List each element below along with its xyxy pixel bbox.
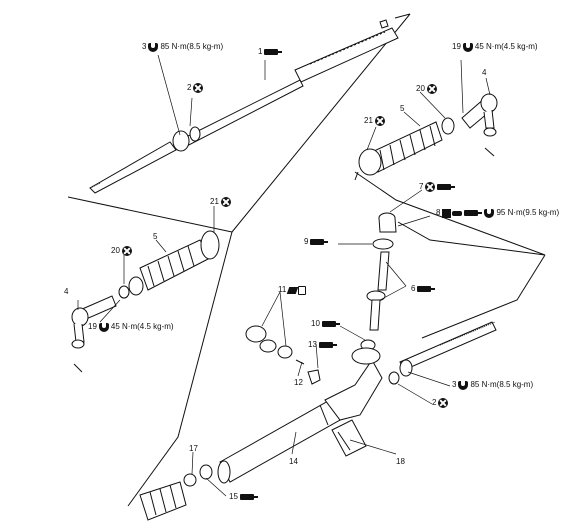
- callout-12: 12: [294, 378, 303, 388]
- do-not-reuse-icon: [425, 182, 436, 192]
- part-number: 7: [419, 182, 424, 191]
- apply-fluid-icon: [321, 320, 340, 328]
- part-number: 2: [187, 83, 192, 92]
- callout-11: 11: [278, 285, 307, 295]
- part-number: 10: [311, 319, 320, 328]
- callout-19-upper: 19 45 N·m(4.5 kg-m): [452, 42, 538, 52]
- callout-9: 9: [304, 237, 329, 247]
- apply-fluid-icon: [310, 238, 329, 246]
- callout-2-lower: 2: [432, 398, 449, 408]
- torque-wrench-icon: [458, 380, 469, 390]
- part-number: 19: [452, 42, 461, 51]
- callout-5-upper: 5: [400, 104, 404, 114]
- callout-19-left: 19 45 N·m(4.5 kg-m): [88, 322, 174, 332]
- part-number: 20: [111, 246, 120, 255]
- part-number: 4: [64, 287, 69, 296]
- callout-20-left: 20: [111, 246, 132, 256]
- part-number: 21: [364, 116, 373, 125]
- do-not-reuse-icon: [374, 116, 385, 126]
- part-number: 19: [88, 322, 97, 331]
- callout-7: 7: [419, 182, 456, 192]
- callout-15: 15: [229, 492, 258, 502]
- part-number: 6: [411, 284, 416, 293]
- apply-fluid-icon: [239, 493, 258, 501]
- part-number: 1: [258, 47, 263, 56]
- part-number: 11: [278, 285, 287, 294]
- callout-4-upper: 4: [482, 68, 486, 78]
- rack-guide-parts: [245, 325, 321, 385]
- pinion-assembly: [360, 212, 397, 351]
- do-not-reuse-icon: [193, 83, 204, 93]
- callout-21-left: 21: [210, 197, 231, 207]
- apply-fluid-icon: [437, 183, 456, 191]
- part-number: 21: [210, 197, 219, 206]
- section-divider-right: [354, 171, 546, 339]
- boot-upper-right: [358, 117, 455, 176]
- part-number: 3: [142, 42, 147, 51]
- rack-housing: [217, 347, 383, 484]
- mount-bushing: [331, 419, 367, 457]
- torque-wrench-icon: [98, 322, 109, 332]
- part-number: 20: [416, 84, 425, 93]
- part-number: 3: [452, 380, 457, 389]
- callout-1: 1: [258, 47, 283, 57]
- torque-spec: 45 N·m(4.5 kg-m): [474, 42, 538, 51]
- tie-rod-end-left: [71, 295, 117, 373]
- torque-spec: 85 N·m(8.5 kg-m): [160, 42, 224, 51]
- apply-fluid-icon: [417, 285, 436, 293]
- part-number: 5: [400, 104, 405, 113]
- section-divider-upper: [67, 13, 411, 233]
- boot-left: [118, 230, 220, 299]
- do-not-reuse-icon: [220, 197, 231, 207]
- callout-5-left: 5: [153, 232, 157, 242]
- section-divider-left: [127, 231, 233, 507]
- tie-rod-end-upper: [461, 93, 498, 157]
- do-not-reuse-icon: [121, 246, 132, 256]
- apply-fluid-icon: [264, 48, 283, 56]
- torque-wrench-icon: [148, 42, 159, 52]
- callout-20-upper: 20: [416, 84, 437, 94]
- part-number: 12: [294, 378, 303, 387]
- callout-18: 18: [396, 457, 405, 467]
- do-not-reuse-icon: [438, 398, 449, 408]
- part-number: 9: [304, 237, 309, 246]
- apply-fluid-icon: [464, 209, 483, 217]
- callout-14: 14: [289, 457, 298, 467]
- callout-21-upper: 21: [364, 116, 385, 126]
- part-number: 15: [229, 492, 238, 501]
- inner-tie-rod-lower: [388, 321, 497, 385]
- apply-fluid-icon: [318, 341, 337, 349]
- callout-8: 8 95 N·m(9.5 kg-m): [436, 208, 559, 218]
- part-number: 14: [289, 457, 298, 466]
- apply-sealant-icon: [442, 208, 463, 218]
- torque-wrench-icon: [484, 208, 495, 218]
- apply-grease-icon: [288, 285, 307, 295]
- callout-13: 13: [308, 340, 337, 350]
- part-number: 13: [308, 340, 317, 349]
- torque-spec: 85 N·m(8.5 kg-m): [470, 380, 534, 389]
- callout-10: 10: [311, 319, 340, 329]
- inner-tie-rod-upper: [89, 19, 399, 194]
- torque-spec: 45 N·m(4.5 kg-m): [110, 322, 174, 331]
- part-number: 18: [396, 457, 405, 466]
- part-number: 8: [436, 208, 441, 217]
- callout-4-left: 4: [64, 287, 68, 297]
- callout-3-upper: 3 85 N·m(8.5 kg-m): [142, 42, 223, 52]
- torque-wrench-icon: [462, 42, 473, 52]
- torque-spec: 95 N·m(9.5 kg-m): [496, 208, 560, 217]
- do-not-reuse-icon: [426, 84, 437, 94]
- part-number: 2: [432, 398, 437, 407]
- leader-lines: [77, 54, 491, 497]
- part-number: 5: [153, 232, 158, 241]
- part-number: 17: [189, 444, 198, 453]
- callout-3-lower: 3 85 N·m(8.5 kg-m): [452, 380, 533, 390]
- callout-6: 6: [411, 284, 436, 294]
- callout-17: 17: [189, 444, 198, 454]
- boot-lower-left: [139, 464, 213, 521]
- callout-2-upper: 2: [187, 83, 204, 93]
- part-number: 4: [482, 68, 487, 77]
